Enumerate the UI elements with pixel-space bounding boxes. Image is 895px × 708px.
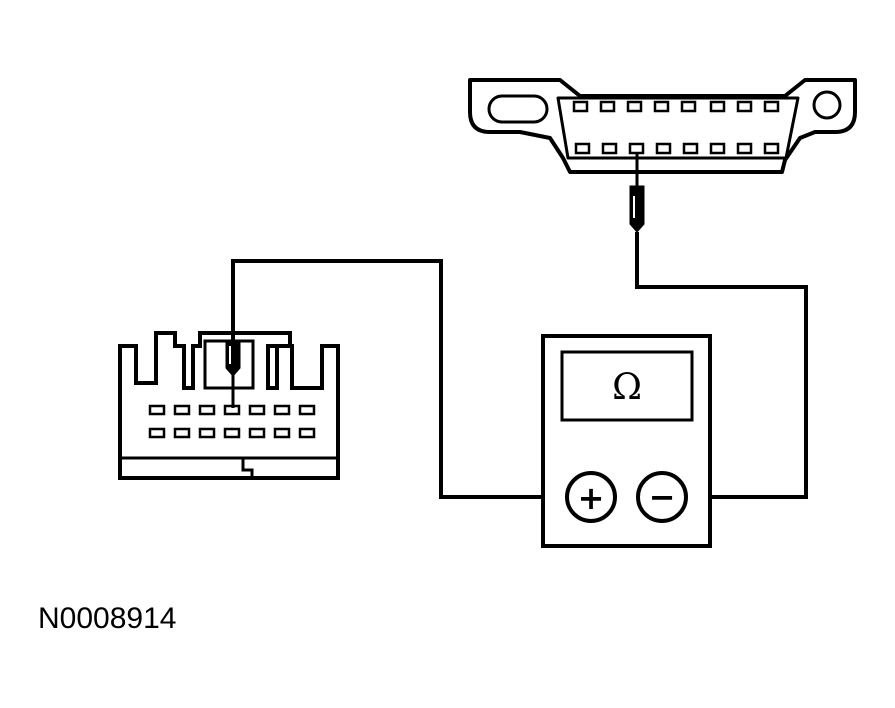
ohmmeter-display — [560, 350, 694, 422]
figure-reference-code: N0008914 — [38, 602, 177, 635]
obd-mount-slot-left — [487, 94, 549, 124]
ohmmeter: Ω + − — [541, 334, 712, 548]
obd-mount-hole-right — [812, 90, 842, 120]
harness-test-probe — [225, 339, 241, 408]
obd-test-probe — [629, 152, 645, 233]
test-leads — [231, 232, 808, 499]
ohm-symbol: Ω — [612, 367, 642, 408]
harness-key-notch — [241, 458, 254, 478]
obd-pins-top-row — [572, 100, 780, 113]
obd-pins-bottom-row — [574, 142, 780, 155]
probe-tip — [225, 339, 241, 377]
harness-connector-body — [118, 331, 340, 480]
negative-test-lead — [635, 232, 808, 499]
positive-terminal — [565, 471, 617, 523]
obd-data-link-connector — [468, 78, 857, 174]
harness-pins-bottom-row — [148, 427, 316, 439]
negative-terminal-sign: − — [649, 478, 676, 516]
positive-terminal-sign: + — [578, 479, 605, 517]
positive-test-lead — [231, 259, 568, 499]
obd-flange-outline — [468, 78, 857, 174]
harness-pins-top-row — [148, 404, 316, 416]
obd-body — [556, 96, 800, 160]
negative-terminal — [636, 471, 688, 523]
probe-tip — [629, 185, 645, 233]
